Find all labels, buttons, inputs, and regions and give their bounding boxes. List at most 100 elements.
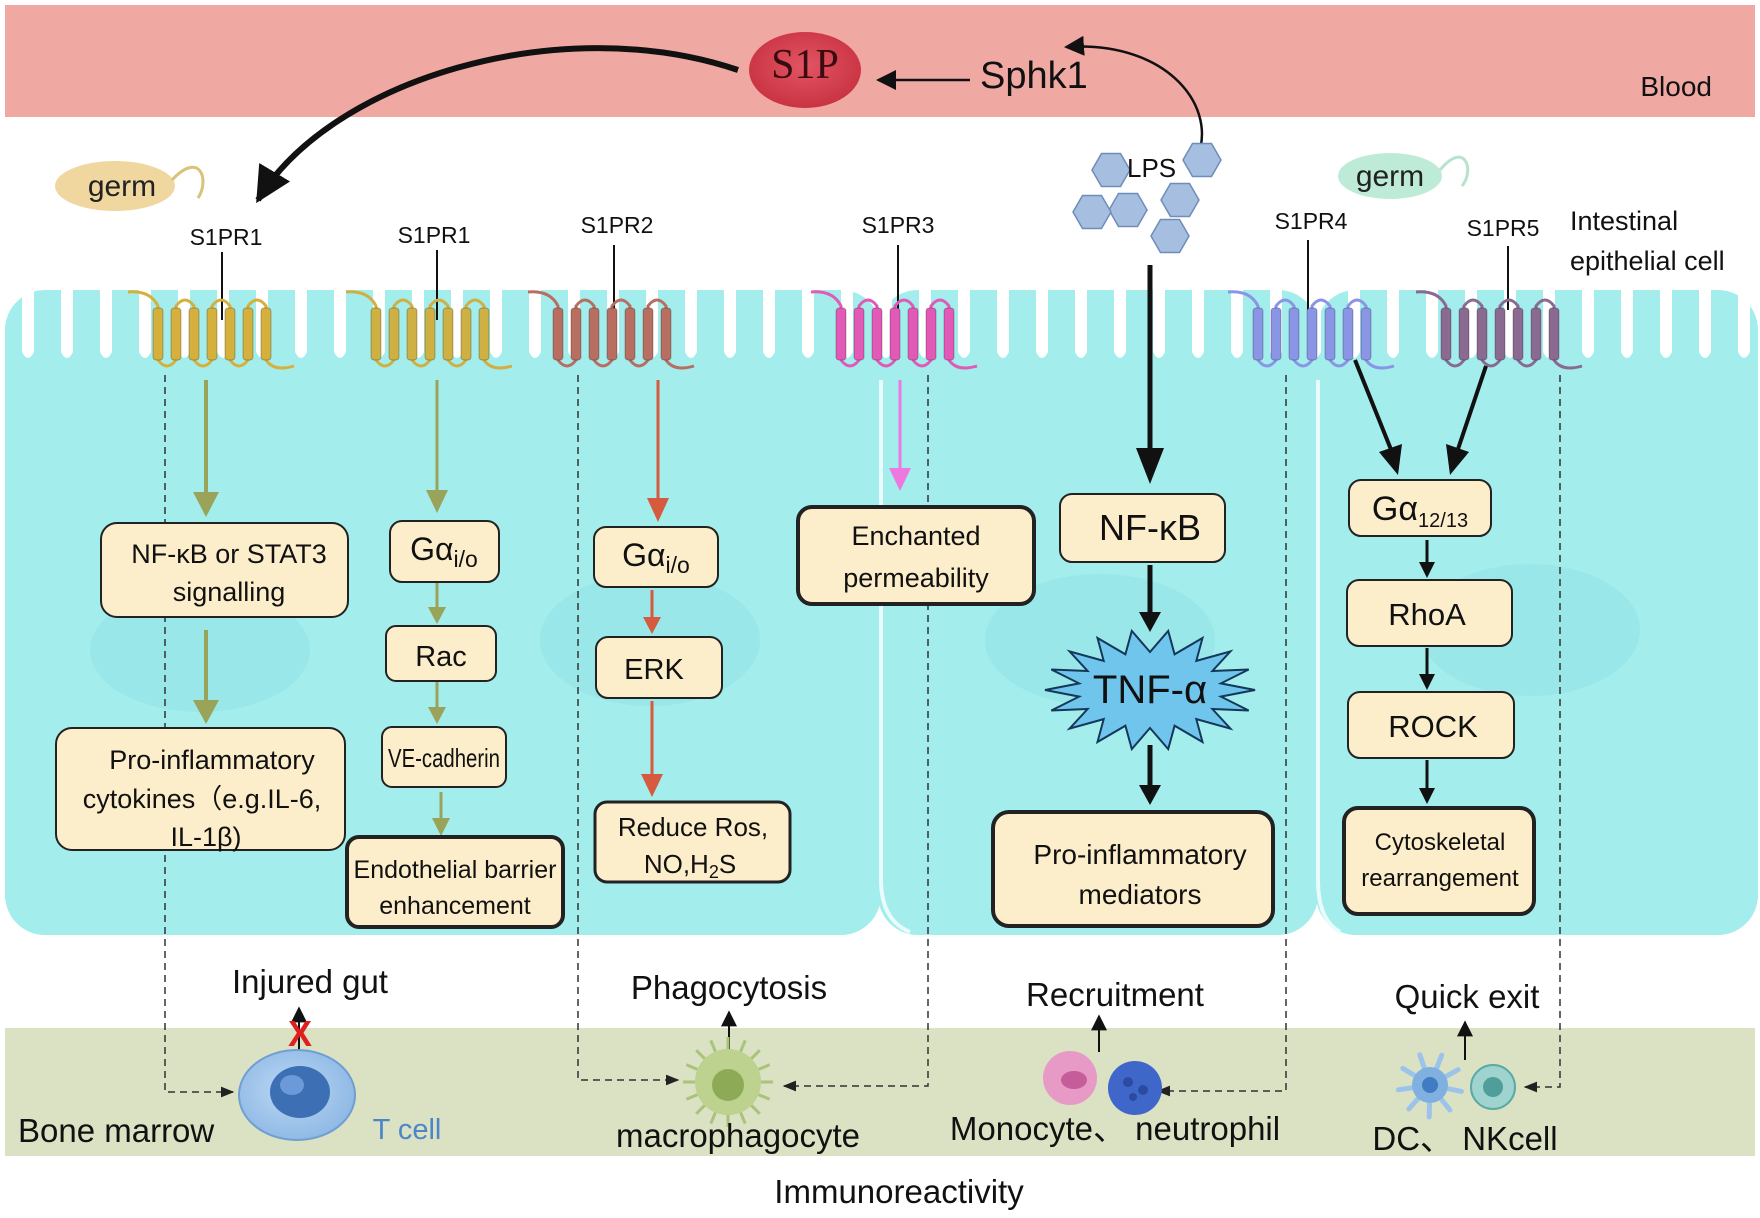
dendrite [1417,1052,1428,1073]
macrophage-icon [683,1037,773,1127]
box-erk [595,636,723,699]
box-permeability-line1: Enchanted [851,521,980,551]
macrophage-spike [750,1049,761,1060]
epithelium-label-line1: Intestinal [1570,206,1678,236]
dendrite [1400,1065,1419,1080]
box-rock [1347,691,1515,759]
box-mediators-line1: Pro-inflammatory [1033,839,1246,870]
box-cytokines-line1: Pro-inflammatory [109,745,315,775]
nk-cell-icon [1470,1064,1516,1110]
s1pr2-receptor [527,290,695,370]
microvillus-gap [490,290,502,358]
receptor-label-s1pr3: S1PR3 [862,212,935,238]
sphk1-label: Sphk1 [980,55,1088,97]
receptor-label-s1pr1-b: S1PR1 [398,222,471,248]
macrophage-spike [685,1063,699,1071]
box-ve-cadherin [381,726,507,788]
microvillus-gap [1621,290,1633,358]
s1p-blob [749,32,861,108]
microvillus-gap [334,290,346,358]
box-reduce-ros [593,800,792,884]
microvillus-gap [1153,290,1165,358]
box-rock-label: ROCK [1388,709,1478,744]
microvillus-gap [1231,290,1243,358]
receptor-ticks [221,240,1509,320]
outcome-phagocytosis: Phagocytosis [631,969,827,1006]
box-erk-label: ERK [624,654,684,686]
dc-nkcell-label: DC、 NKcell [1372,1120,1557,1157]
box-reduce-ros-line1: Reduce Ros, [618,812,768,842]
receptor-label-s1pr1-a: S1PR1 [190,224,263,250]
box-nfkb-stat3-line2: signalling [173,577,286,607]
lps-to-sphk1-arrow [1064,35,1204,161]
dendrite [1433,1052,1445,1073]
box-reduce-ros-line2: NO,H2S [644,849,736,882]
box-rhoa-label: RhoA [1388,597,1466,632]
dashed-connectors [164,375,1561,1098]
outcome-quick-exit: Quick exit [1395,978,1540,1015]
box-endothelial-barrier [345,835,565,929]
box-rhoa [1346,579,1513,647]
macrophage-spike [709,1039,717,1053]
monocyte-icon [1043,1051,1097,1105]
tnf-alpha-label: TNF-α [1093,668,1207,712]
receptor-label-s1pr5: S1PR5 [1467,215,1540,241]
box-permeability-line2: permeability [843,563,989,593]
neutrophil-icon [1108,1061,1162,1115]
receptor-labels: S1PR1 S1PR1 S1PR2 S1PR3 S1PR4 S1PR5 [190,208,1540,250]
microvillus-gap [1426,290,1438,358]
dendrite [1395,1084,1417,1093]
macrophage-spike [695,1049,706,1060]
box-endothelial-line1: Endothelial barrier [354,856,557,884]
receptor-label-s1pr2: S1PR2 [581,212,654,238]
outcome-injured-gut: Injured gut [232,963,388,1000]
microvillus-gap [1114,290,1126,358]
box-nfkb-stat3 [100,522,349,618]
blood-band [5,5,1755,117]
lps-hexagon [1150,218,1190,254]
macrophage-spike [757,1093,771,1101]
macrophage-spike [709,1111,717,1125]
box-nfkb [1059,493,1226,563]
microvillus-gap [958,290,970,358]
blood-label: Blood [1640,71,1712,102]
s1pr1-receptor-a [127,290,295,370]
box-galpha-io-2 [593,526,719,588]
macrophage-label: macrophagocyte [616,1117,860,1154]
lps-hexagon [1182,142,1222,178]
microvillus-gap [1387,290,1399,358]
macrophage-spike [757,1063,771,1071]
microvillus-gap [802,290,814,358]
box-cytoskeletal-line1: Cytoskeletal [1375,829,1506,856]
receptor-label-s1pr4: S1PR4 [1275,208,1348,234]
epithelium-label-line2: epithelial cell [1570,246,1725,276]
microvillus-gap [724,290,736,358]
dendrite [1406,1094,1422,1112]
box-rac [385,625,497,682]
dendrite [1441,1067,1461,1080]
box-proinflammatory-mediators [991,810,1275,928]
microvillus-gap [1582,290,1594,358]
microvillus-gap [880,290,892,358]
germ-left: germ [55,161,205,211]
t-cell-icon [238,1049,356,1141]
box-mediators-line2: mediators [1079,879,1202,910]
s1pr4-receptor [1227,290,1395,370]
lps-label: LPS [1127,153,1176,183]
outcome-recruitment: Recruitment [1026,976,1204,1013]
monocyte-neutrophil-label: Monocyte、 neutrophil [950,1110,1280,1147]
pathway-arrows [193,265,1488,836]
microvillus-gap [529,290,541,358]
box-cytokines-line3: IL-1β) [170,822,241,852]
s1pr3-receptor [810,290,978,370]
s1pr5-receptor [1415,290,1583,370]
microvillus-gap [100,290,112,358]
box-rac-label: Rac [415,641,467,673]
microvillus-gap [451,290,463,358]
microvillus-gap [22,290,34,358]
lps-hexagon [1072,194,1112,230]
t-cell-label: T cell [373,1114,442,1146]
dendrite [1443,1085,1464,1094]
microvillus-gap [1738,290,1750,358]
box-cytokines-line2: cytokines（e.g.IL-6, [83,784,322,814]
